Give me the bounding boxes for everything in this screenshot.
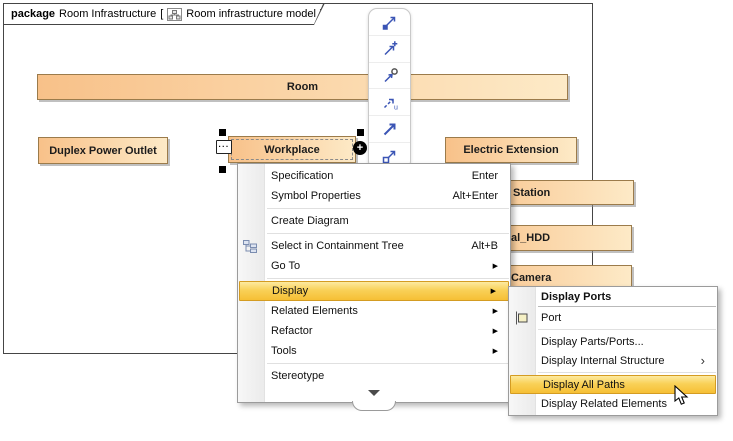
menu-item-related-elements[interactable]: Related Elements ▶ — [271, 305, 498, 317]
resize-handle-top-right[interactable] — [357, 129, 364, 136]
menu-item-specification[interactable]: Specification Enter — [271, 170, 498, 182]
submenu-item-display-related-elements[interactable]: Display Related Elements — [541, 397, 667, 410]
containment-tree-icon — [243, 239, 257, 253]
compartments-button[interactable]: ··· — [216, 140, 232, 154]
smart-manipulator-toolbar: u — [368, 8, 411, 170]
menu-scroll-notch — [352, 401, 396, 411]
submenu-item-port[interactable]: Port — [509, 308, 717, 327]
submenu-arrow-icon: ▶ — [490, 288, 496, 295]
submenu-arrow-icon: ▶ — [492, 308, 498, 315]
submenu-thin-arrow-icon: › — [700, 353, 705, 368]
svg-text:u: u — [394, 105, 398, 112]
menu-item-symbol-properties[interactable]: Symbol Properties Alt+Enter — [271, 190, 498, 202]
submenu-item-display-parts-ports[interactable]: Display Parts/Ports... — [541, 335, 644, 348]
diagram-type-icon — [167, 8, 182, 21]
submenu-header-display-ports: Display Ports — [541, 291, 612, 303]
submenu-arrow-icon: ▶ — [492, 263, 498, 270]
port-icon — [514, 311, 529, 324]
block-hdd-label: al_HDD — [511, 232, 551, 244]
frame-package-name: Room Infrastructure — [59, 8, 157, 20]
block-electric-label: Electric Extension — [463, 144, 559, 156]
frame-bracket-close: ] — [319, 8, 323, 20]
directed-association-icon[interactable] — [369, 9, 410, 36]
menu-item-display[interactable]: Display ▶ — [239, 281, 509, 301]
menu-item-refactor[interactable]: Refactor ▶ — [271, 325, 498, 337]
menu-scroll-more[interactable] — [238, 386, 510, 400]
resize-handle-top-left[interactable] — [219, 129, 226, 136]
provided-interface-icon[interactable] — [369, 63, 410, 90]
shortcut-label: Alt+B — [471, 240, 498, 252]
block-station-label: Station — [513, 186, 551, 199]
scroll-down-icon — [368, 390, 380, 396]
menu-separator — [538, 372, 716, 373]
menu-separator — [538, 306, 716, 307]
shortcut-label: Alt+Enter — [452, 190, 498, 202]
block-electric-extension[interactable]: Electric Extension — [445, 137, 577, 163]
submenu-item-display-internal-structure[interactable]: Display Internal Structure › — [541, 353, 705, 368]
frame-keyword: package — [11, 8, 56, 20]
quick-add-button[interactable]: + — [353, 141, 367, 155]
block-workplace-selected[interactable]: Workplace ··· + — [216, 129, 367, 173]
resize-handle-bottom-left[interactable] — [219, 166, 226, 173]
block-workplace-label: Workplace — [264, 143, 320, 156]
block-camera-label: Camera — [511, 272, 552, 284]
frame-bracket-open: [ — [160, 8, 164, 20]
menu-item-create-diagram[interactable]: Create Diagram — [271, 215, 349, 227]
menu-item-stereotype[interactable]: Stereotype — [271, 370, 325, 382]
composition-icon[interactable] — [369, 143, 410, 169]
menu-separator — [267, 208, 509, 209]
frame-diagram-name: Room infrastructure model — [186, 8, 316, 20]
submenu-item-display-all-paths[interactable]: Display All Paths — [510, 375, 716, 394]
submenu-arrow-icon: ▶ — [492, 328, 498, 335]
menu-item-go-to[interactable]: Go To ▶ — [271, 260, 498, 272]
menu-item-tools[interactable]: Tools ▶ — [271, 345, 498, 357]
submenu-arrow-icon: ▶ — [492, 348, 498, 355]
menu-separator — [267, 233, 509, 234]
menu-separator — [267, 363, 509, 364]
context-menu: Specification Enter Symbol Properties Al… — [237, 163, 511, 403]
menu-item-select-in-containment-tree[interactable]: Select in Containment Tree Alt+B — [238, 236, 510, 256]
diagram-frame-header[interactable]: package Room Infrastructure [ Room infra… — [3, 3, 325, 25]
association-icon[interactable] — [369, 116, 410, 144]
menu-separator — [267, 278, 509, 279]
block-room[interactable]: Room — [37, 74, 568, 100]
usage-dependency-icon[interactable]: u — [369, 89, 410, 117]
shortcut-label: Enter — [471, 170, 498, 182]
block-duplex-label: Duplex Power Outlet — [49, 144, 157, 157]
menu-separator — [538, 329, 716, 330]
new-element-plus-icon[interactable] — [369, 36, 410, 63]
display-submenu: Display Ports Port Display Parts/Ports..… — [508, 286, 718, 416]
block-room-label: Room — [286, 81, 319, 93]
block-duplex-power-outlet[interactable]: Duplex Power Outlet — [38, 137, 168, 164]
